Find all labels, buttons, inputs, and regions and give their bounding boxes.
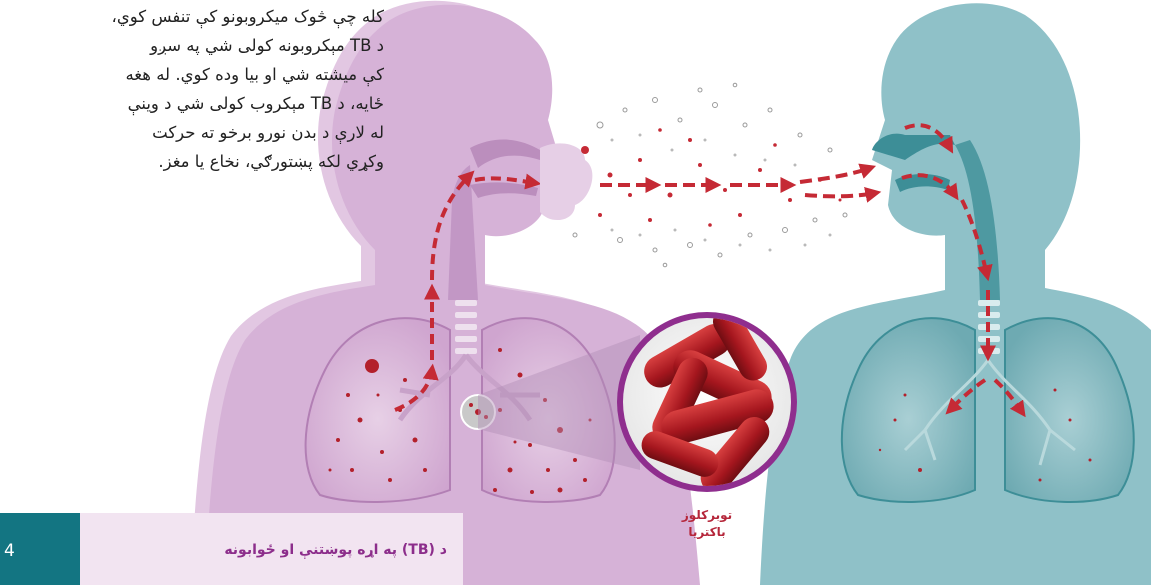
footer-title: د (TB) په اړه پوښتنې او ځوابونه [224,542,447,558]
description-text: کله چې څوک میکروبونو کې تنفس کوي، د TB م… [0,2,384,176]
description-line: له لارې د بدن نورو برخو ته حرکت [0,118,384,147]
transmission-arrows [600,168,875,196]
bacteria-label-line2: باکتریا [672,524,742,541]
description-line: د TB مېکروبونه کولی شي په سږو [0,31,384,60]
footer-band: د (TB) په اړه پوښتنې او ځوابونه [80,513,463,585]
page-number-tab: 4 [0,513,80,585]
description-line: کله چې څوک میکروبونو کې تنفس کوي، [0,2,384,31]
description-line: کې میشته شي او بیا وده کوي. له هغه [0,60,384,89]
cough-cloud [540,143,592,220]
airborne-droplets [540,83,875,267]
bacteria-label: توبرکلوز باکتریا [672,507,742,541]
bacteria-label-line1: توبرکلوز [672,507,742,524]
page-number: 4 [4,541,15,561]
exposed-person [760,3,1151,585]
description-line: وکړي لکه پښتورګي، نخاع یا مغز. [0,147,384,176]
description-line: ځایه، د TB مېکروب کولی شي د وینې [0,89,384,118]
